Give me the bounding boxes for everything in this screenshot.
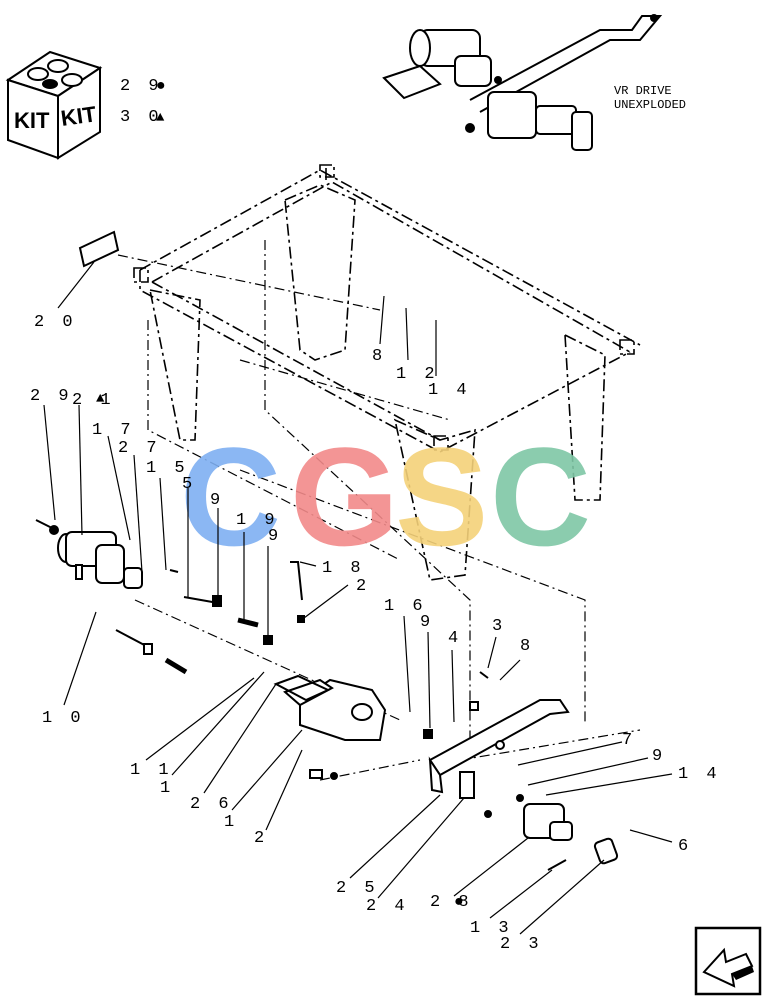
callout-9-d: 9 — [652, 747, 666, 766]
frame-phantom-outline — [133, 164, 641, 581]
callout-4: 4 — [448, 629, 462, 648]
callout-1-b: 1 — [224, 813, 238, 832]
watermark-letter-3: S — [395, 418, 488, 575]
watermark-letter-2: G — [290, 418, 399, 575]
callout-8-b: 8 — [520, 637, 534, 656]
callout-19: 1 9 — [236, 511, 279, 530]
watermark-logo: C G S C — [180, 418, 591, 575]
watermark-letter-4: C — [490, 418, 591, 575]
callout-1-a: 1 — [160, 779, 174, 798]
callout-8: 8 — [372, 347, 386, 366]
callout-labels: 2 0 8 1 2 1 4 2 9 2 1 1 7 2 7 1 5 5 9 1 … — [30, 313, 721, 954]
kit-label-right: KIT — [59, 101, 98, 131]
unexploded-note-line1: VR DRIVE — [614, 84, 672, 98]
callout-27: 2 7 — [118, 439, 161, 458]
callout-7: 7 — [622, 731, 636, 750]
unexploded-note-line2: UNEXPLODED — [614, 98, 686, 112]
part-20-plate — [78, 230, 120, 268]
callout-26: 2 6 — [190, 795, 233, 814]
kit-row-2-symbol: ▲ — [156, 110, 165, 126]
motor-assembly-drawing — [35, 519, 143, 589]
part-28-kit-symbol: ● — [454, 893, 464, 911]
right-bracket-drawing — [423, 671, 570, 799]
kit-row-2-number: 3 0 — [120, 108, 163, 127]
callout-15: 1 5 — [146, 459, 189, 478]
kit-row-1-number: 2 9 — [120, 77, 163, 96]
callout-21: 2 1 — [72, 391, 115, 410]
callout-leader-lines — [43, 261, 673, 935]
callout-3: 3 — [492, 617, 506, 636]
callout-10: 1 0 — [42, 709, 85, 728]
bolt-set-drawing — [115, 561, 305, 675]
callout-20: 2 0 — [34, 313, 77, 332]
callout-9-c: 9 — [420, 613, 434, 632]
kit-box-icon: KIT KIT — [5, 50, 103, 160]
callout-6: 6 — [678, 837, 692, 856]
callout-14: 1 4 — [428, 381, 471, 400]
callout-13: 1 3 — [470, 919, 513, 938]
callout-28: 2 8 — [430, 893, 473, 912]
callout-17: 1 7 — [92, 421, 135, 440]
center-bracket-drawing — [273, 674, 387, 780]
callout-9-b: 9 — [268, 527, 282, 546]
kit-row-1-symbol: ● — [156, 77, 166, 95]
kit-label-left: KIT — [14, 108, 50, 133]
leader-dash-lines — [117, 240, 641, 781]
previous-page-arrow-icon[interactable] — [694, 926, 762, 996]
callout-23: 2 3 — [500, 935, 543, 954]
callout-29: 2 9 — [30, 387, 73, 406]
part-21-kit-symbol: ▲ — [96, 391, 105, 407]
callout-5: 5 — [182, 475, 196, 494]
watermark-letter-1: C — [180, 418, 281, 575]
callout-16: 1 6 — [384, 597, 427, 616]
callout-18: 1 8 — [322, 559, 365, 578]
callout-2-a: 2 — [356, 577, 370, 596]
callout-11: 1 1 — [130, 761, 173, 780]
callout-14-b: 1 4 — [678, 765, 721, 784]
callout-12: 1 2 — [396, 365, 439, 384]
gearbox-drawing — [484, 794, 619, 871]
vr-drive-unexploded-drawing — [382, 14, 663, 151]
callout-2-b: 2 — [254, 829, 268, 848]
callout-24: 2 4 — [366, 897, 409, 916]
callout-9-a: 9 — [210, 491, 224, 510]
callout-25: 2 5 — [336, 879, 379, 898]
